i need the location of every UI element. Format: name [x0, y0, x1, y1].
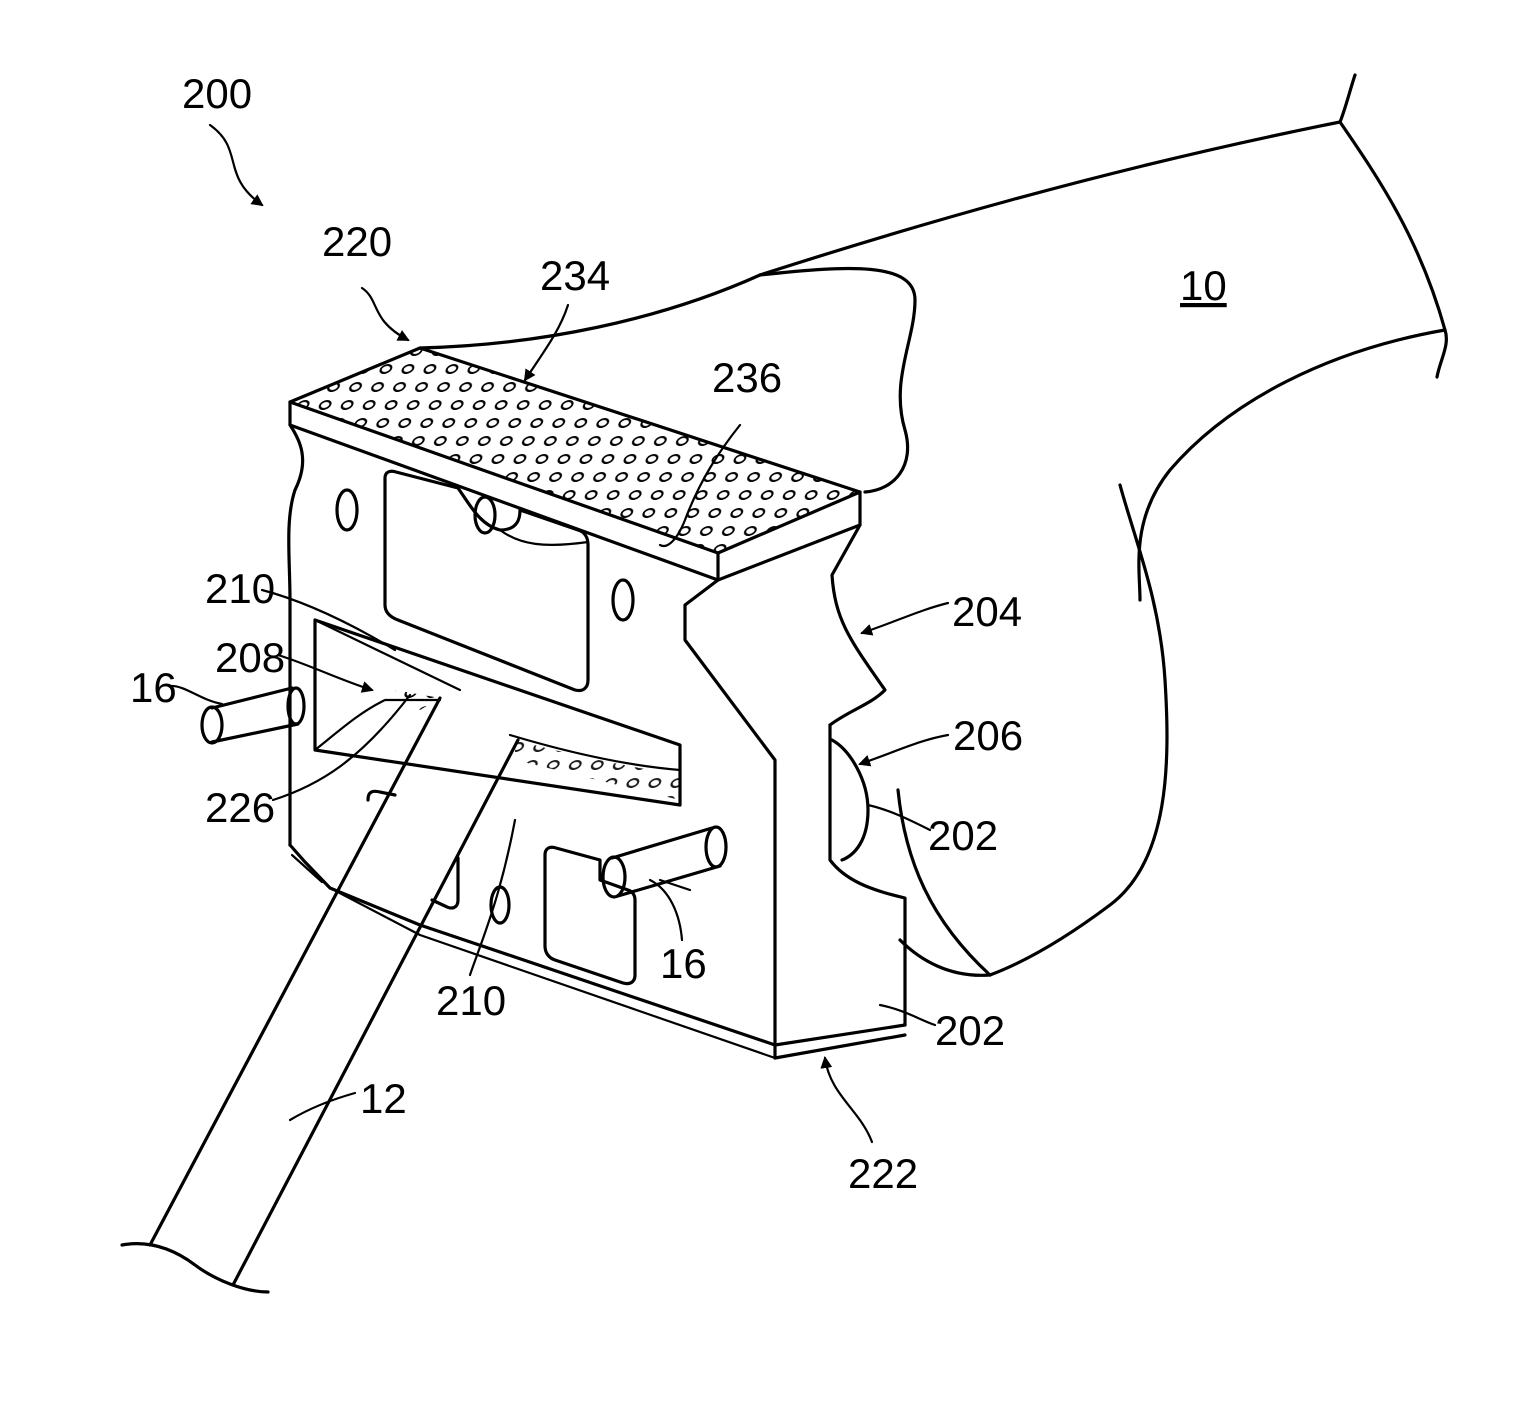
label-220: 220: [322, 218, 392, 265]
reference-labels: 200 220 234 236 10 210 208 16 204 206 20…: [130, 70, 1227, 1197]
pins: [202, 688, 726, 897]
label-210-upper: 210: [205, 565, 275, 612]
label-202-upper: 202: [928, 812, 998, 859]
implant-body: [289, 348, 905, 1058]
label-200: 200: [182, 70, 252, 117]
label-236: 236: [712, 354, 782, 401]
label-210-lower: 210: [436, 977, 506, 1024]
label-226: 226: [205, 784, 275, 831]
label-206: 206: [953, 712, 1023, 759]
label-208: 208: [215, 634, 285, 681]
label-16-left: 16: [130, 664, 177, 711]
label-222: 222: [848, 1150, 918, 1197]
label-204: 204: [952, 588, 1022, 635]
label-10: 10: [1180, 262, 1227, 309]
label-234: 234: [540, 252, 610, 299]
label-202-lower: 202: [935, 1007, 1005, 1054]
label-16-right: 16: [660, 940, 707, 987]
label-12: 12: [360, 1075, 407, 1122]
